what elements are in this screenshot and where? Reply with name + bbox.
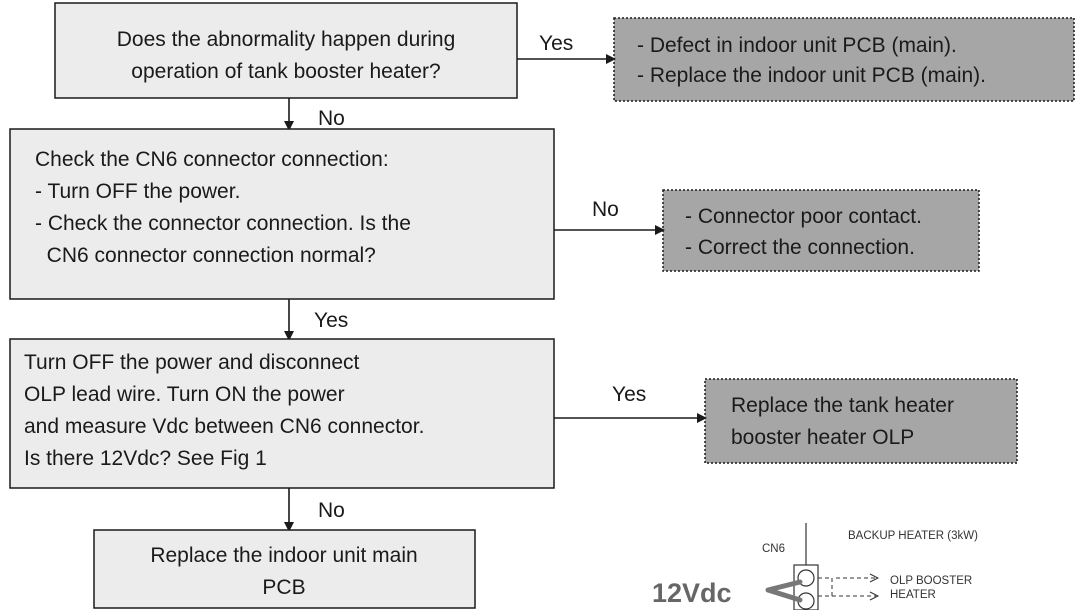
- decision-box-vdc-measure-line-3: and measure Vdc between CN6 connector.: [24, 415, 424, 438]
- cn6-label: CN6: [762, 543, 785, 555]
- cn6-connector-figure: CN6 BACKUP HEATER (3kW) OLP BOOSTER HEAT…: [652, 523, 978, 610]
- decision-box-vdc-measure: Turn OFF the power and disconnect OLP le…: [9, 338, 555, 489]
- decision-box-abnormality-line-2: operation of tank booster heater?: [131, 60, 440, 83]
- decision-box-vdc-measure-line-1: Turn OFF the power and disconnect: [24, 351, 360, 374]
- decision-box-abnormality-frame: [54, 2, 518, 99]
- end-box-replace-pcb-line-1: Replace the indoor unit main: [150, 544, 417, 567]
- olp-booster-label-line-2: HEATER: [890, 589, 936, 601]
- result-box-pcb-defect-line-2: - Replace the indoor unit PCB (main).: [637, 64, 986, 87]
- decision-box-vdc-measure-line-2: OLP lead wire. Turn ON the power: [24, 383, 345, 406]
- decision-box-cn6-check-line-1: Check the CN6 connector connection:: [35, 148, 389, 171]
- end-box-replace-pcb-line-2: PCB: [262, 576, 305, 599]
- label-q3-no: No: [318, 499, 345, 522]
- decision-box-cn6-check-line-2: - Turn OFF the power.: [35, 180, 240, 203]
- olp-arrow-tip-1: [869, 573, 880, 583]
- backup-heater-label: BACKUP HEATER (3kW): [848, 530, 978, 542]
- label-q2-yes: Yes: [314, 309, 348, 332]
- result-box-replace-olp-line-1: Replace the tank heater: [731, 394, 954, 417]
- label-q1-no: No: [318, 107, 345, 130]
- result-box-connector-contact: - Connector poor contact. - Correct the …: [662, 189, 980, 272]
- voltage-label: 12Vdc: [652, 578, 732, 608]
- decision-box-cn6-check: Check the CN6 connector connection: - Tu…: [9, 128, 555, 300]
- decision-box-cn6-check-line-3: - Check the connector connection. Is the: [35, 212, 411, 235]
- label-q3-yes: Yes: [612, 383, 646, 406]
- olp-arrow-tip-2: [869, 591, 880, 601]
- result-box-pcb-defect-line-1: - Defect in indoor unit PCB (main).: [637, 34, 957, 57]
- label-q2-no: No: [592, 198, 619, 221]
- decision-box-vdc-measure-line-4: Is there 12Vdc? See Fig 1: [24, 447, 267, 470]
- decision-box-abnormality: Does the abnormality happen during opera…: [54, 2, 518, 99]
- result-box-replace-olp-line-2: booster heater OLP: [731, 426, 914, 449]
- decision-box-cn6-check-frame: [9, 128, 555, 300]
- olp-dashed-lead-1: [818, 577, 833, 598]
- result-box-pcb-defect-frame: [613, 17, 1075, 102]
- voltage-probe-wedge: [765, 579, 803, 603]
- result-box-connector-contact-line-2: - Correct the connection.: [685, 236, 915, 259]
- result-box-pcb-defect: - Defect in indoor unit PCB (main). - Re…: [613, 17, 1075, 102]
- result-box-replace-olp-frame: [704, 378, 1018, 464]
- end-box-replace-pcb-frame: [93, 529, 476, 609]
- decision-box-vdc-measure-frame: [9, 338, 555, 489]
- end-box-replace-pcb: Replace the indoor unit main PCB: [93, 529, 476, 609]
- decision-box-cn6-check-line-4: CN6 connector connection normal?: [35, 244, 376, 267]
- olp-booster-label-line-1: OLP BOOSTER: [890, 575, 972, 587]
- result-box-connector-contact-line-1: - Connector poor contact.: [685, 205, 922, 228]
- decision-box-abnormality-line-1: Does the abnormality happen during: [117, 28, 456, 51]
- label-q1-yes: Yes: [539, 32, 573, 55]
- result-box-replace-olp: Replace the tank heater booster heater O…: [704, 378, 1018, 464]
